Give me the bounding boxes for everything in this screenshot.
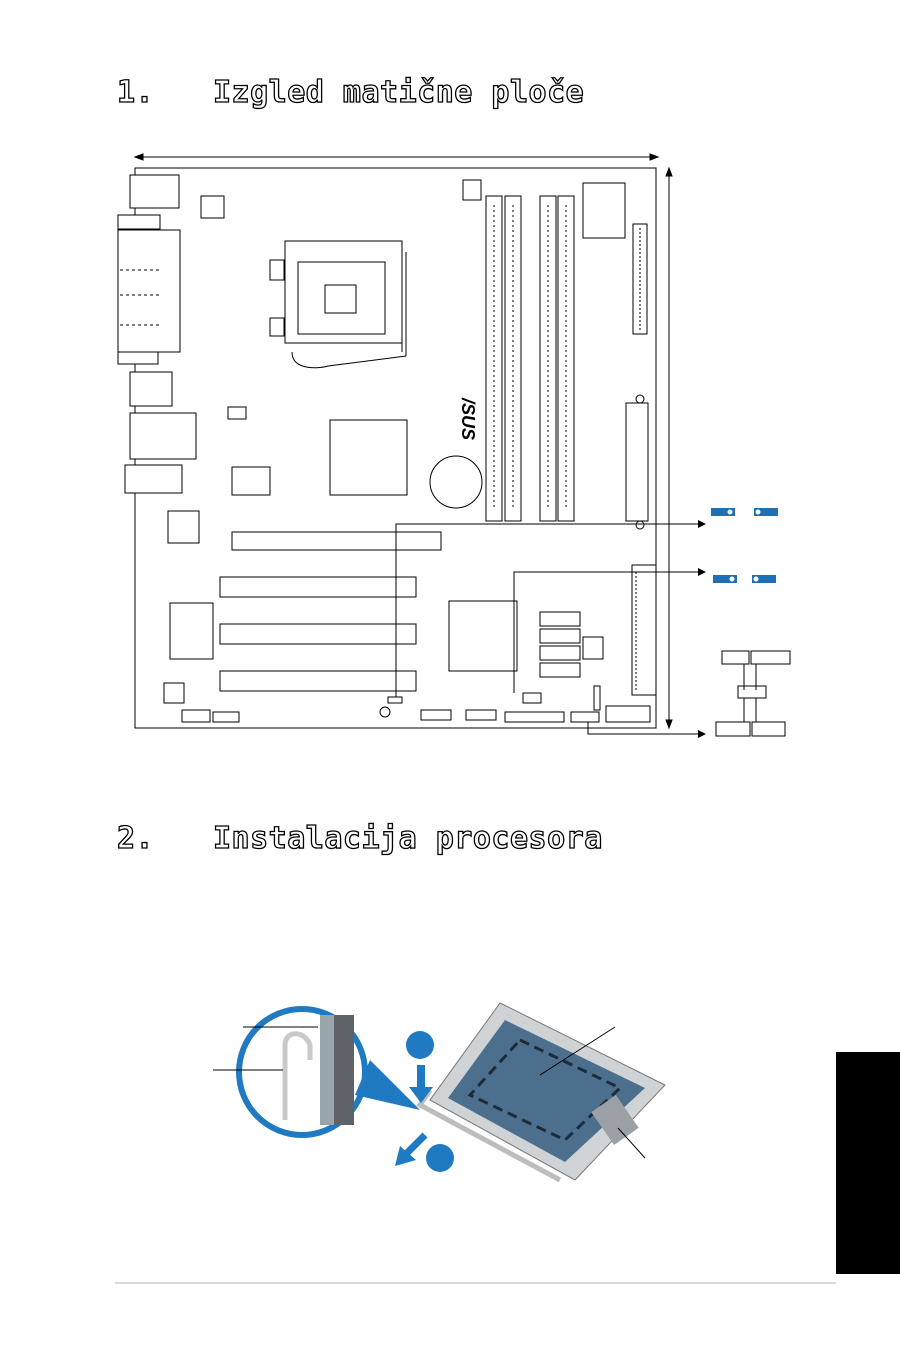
- motherboard-layout-diagram: /SUS: [117, 153, 791, 738]
- section-1-number: 1.: [116, 74, 155, 110]
- cpu-socket: [416, 1002, 666, 1183]
- magnified-lever-view: [213, 1006, 420, 1138]
- jumper-icon: [711, 508, 778, 583]
- arrow-down-icon: [409, 1065, 433, 1103]
- footer-divider: [115, 1282, 836, 1284]
- step-circle-icon: [406, 1031, 454, 1172]
- panel-header-legend: [715, 650, 791, 737]
- section-2-number: 2.: [116, 820, 155, 856]
- arrow-diagonal-icon: [395, 1132, 428, 1166]
- language-side-tab: [836, 1052, 900, 1274]
- section-2-title: Instalacija procesora: [212, 820, 603, 856]
- asus-logo: /SUS: [458, 397, 478, 440]
- section-1-title: Izgled matične ploče: [212, 74, 585, 110]
